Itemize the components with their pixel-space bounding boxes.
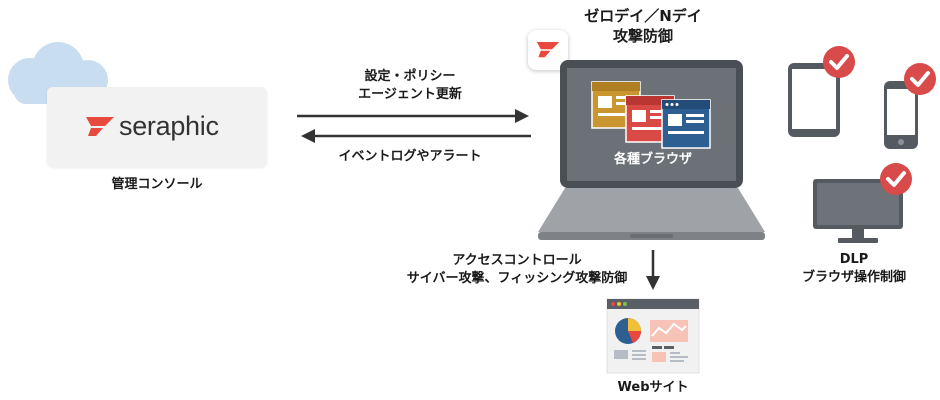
policy-arrow-label: 設定・ポリシー エージェント更新	[340, 68, 480, 104]
seraphic-app-icon	[528, 30, 568, 70]
website-window	[606, 298, 700, 374]
browser-windows	[591, 81, 711, 149]
dlp-label: DLP ブラウザ操作制御	[784, 251, 924, 287]
seraphic-logo-icon	[86, 116, 114, 136]
right-arrow	[297, 109, 529, 123]
zero-day-title-line1: ゼロデイ／Nデイ	[584, 7, 702, 25]
browsers-label: 各種ブラウザ	[613, 152, 692, 167]
smartphone-check-icon	[904, 63, 936, 95]
down-arrow	[646, 250, 660, 290]
monitor-check-icon	[880, 163, 912, 195]
console-label: 管理コンソール	[111, 177, 203, 192]
access-control-label-line1: アクセスコントロール	[452, 253, 582, 268]
left-arrow	[301, 129, 531, 143]
seraphic-app-logo	[536, 42, 560, 58]
smartphone-icon	[884, 81, 918, 149]
brand-name: seraphic	[119, 111, 219, 141]
dlp-label-line2: ブラウザ操作制御	[801, 270, 906, 285]
access-control-label-line2: サイバー攻撃、フィッシング攻撃防御	[406, 271, 628, 286]
policy-arrow-label-line2: エージェント更新	[358, 87, 462, 102]
bidirectional-arrows	[297, 109, 531, 143]
policy-arrow-label-line1: 設定・ポリシー	[364, 69, 456, 84]
website-label: Webサイト	[617, 380, 689, 395]
event-log-label: イベントログやアラート	[338, 149, 482, 164]
access-control-label: アクセスコントロール サイバー攻撃、フィッシング攻撃防御	[392, 252, 642, 288]
browser-window-blue	[661, 99, 711, 149]
seraphic-logo: seraphic	[83, 111, 219, 142]
tablet-icon	[788, 63, 840, 137]
management-console-panel: seraphic	[47, 87, 267, 167]
zero-day-title: ゼロデイ／Nデイ 攻撃防御	[578, 6, 708, 46]
zero-day-title-line2: 攻撃防御	[612, 27, 673, 45]
dlp-label-line1: DLP	[839, 252, 869, 267]
tablet-check-icon	[823, 46, 855, 78]
pie-chart-icon	[615, 318, 641, 344]
